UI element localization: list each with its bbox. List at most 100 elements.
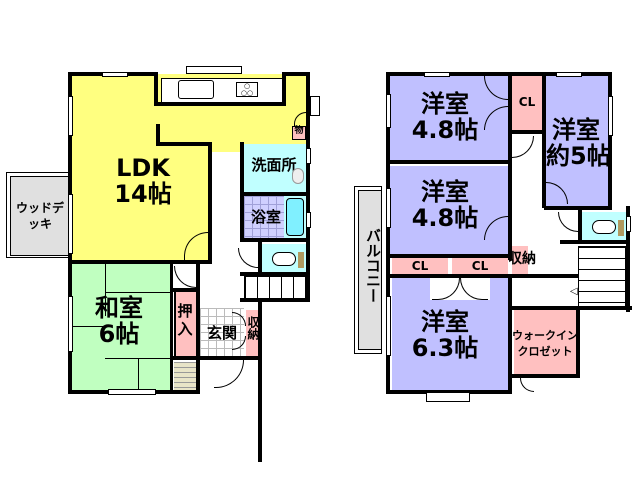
wall [240,272,310,276]
stairs-arrow-icon: ◁ [570,286,578,297]
window [626,216,631,232]
youshitsu-d-size: 6.3帖 [411,334,479,362]
wall [508,374,580,378]
tatami-line [138,358,139,390]
youshitsu-c-label: 洋室 [421,178,469,206]
youshitsu-d-label: 洋室 [421,308,469,336]
entrance-door[interactable] [214,360,244,388]
wall [508,72,512,260]
ldk-label: LDK [116,154,170,182]
window [186,66,242,74]
washitsu-label: 和室 [95,294,143,322]
toilet-door[interactable] [238,248,258,268]
bathtub-icon [286,198,304,236]
wall [240,238,308,242]
walk-in-line2: クロゼット [517,345,573,358]
room-shuno-2f [512,246,528,274]
floor-2-plan: バルコニー 洋室 4.8帖 CL 洋室 約5帖 洋室 4.8帖 CL CL 収納… [320,0,640,480]
shuno-1f-label: 収納 [246,316,260,340]
wall [386,274,578,278]
room-cl-left [392,258,448,274]
wall [508,306,632,310]
wall [386,160,512,164]
toilet-tank [618,220,624,236]
wall [68,72,72,264]
room-washitsu [72,264,172,390]
wall [258,240,262,274]
youshitsu-a-size: 4.8帖 [411,116,479,144]
room-shuno-1f [246,310,258,356]
wall [508,130,546,134]
balcony-label: バルコニー [364,228,382,303]
cl-top-label: CL [518,95,536,109]
cl-mid-label: CL [471,259,489,273]
window [68,296,73,352]
mono-label: 物 [294,126,304,136]
wall [208,142,212,264]
room-walk-in-closet [514,310,576,376]
youshitsu-b-label: 洋室 [552,116,600,144]
window [556,72,582,77]
toilet-icon [592,220,616,234]
wall [560,240,630,244]
window [386,188,391,228]
floor-1-plan: ウッドデッキ ○○○ 物 LDK 14帖 洗面所 浴室 [6,66,320,462]
wall [386,72,612,76]
tatami-line [72,326,106,327]
wall [172,288,200,292]
wood-deck-label: ウッドデッキ [15,201,64,231]
window [306,148,311,164]
room-yokushitsu [244,196,284,238]
toilet-door[interactable] [558,212,578,232]
room-cl-top [512,76,542,130]
wall [240,298,310,302]
wall [508,278,512,394]
wall [626,206,630,312]
window [608,96,613,136]
wall [542,136,546,208]
wall [68,260,212,264]
toilet-tank [298,252,304,268]
wall [542,72,546,136]
ldk-size: 14帖 [114,180,172,208]
wall [282,72,286,106]
senmenjo-label: 洗面所 [251,156,297,174]
youshitsu-b-size: 約5帖 [546,142,611,170]
door[interactable] [512,136,534,158]
wall [156,142,212,146]
wic-door[interactable] [520,378,534,392]
tatami-line [105,292,172,293]
window [306,212,311,228]
wall [608,72,612,210]
balcony-floor [358,190,382,350]
window [386,296,391,356]
window [424,72,450,77]
wall [306,72,310,142]
wall [154,72,158,106]
door[interactable] [294,112,306,126]
window [68,96,73,136]
window [102,72,128,77]
door[interactable] [174,266,196,288]
window [68,194,73,254]
yokushitsu-label: 浴室 [250,208,281,226]
wall [170,262,173,394]
wall [156,124,160,146]
wall [284,72,310,76]
tatami-line [105,264,106,316]
room-mono-storage [292,126,306,140]
bay-window [426,392,470,402]
room-cl-mid [452,258,508,274]
door[interactable] [310,96,320,116]
wall [200,356,262,360]
window [386,94,391,128]
cl-left-label: CL [411,259,429,273]
wall [578,208,582,242]
sink-icon [178,80,214,99]
genkan-label: 玄関 [206,324,237,342]
room-oshiire [174,292,196,356]
stairs-2f [578,246,626,308]
oshiire-label: 押入 [177,302,193,338]
stairs-1f [244,276,306,300]
wall [386,254,512,258]
